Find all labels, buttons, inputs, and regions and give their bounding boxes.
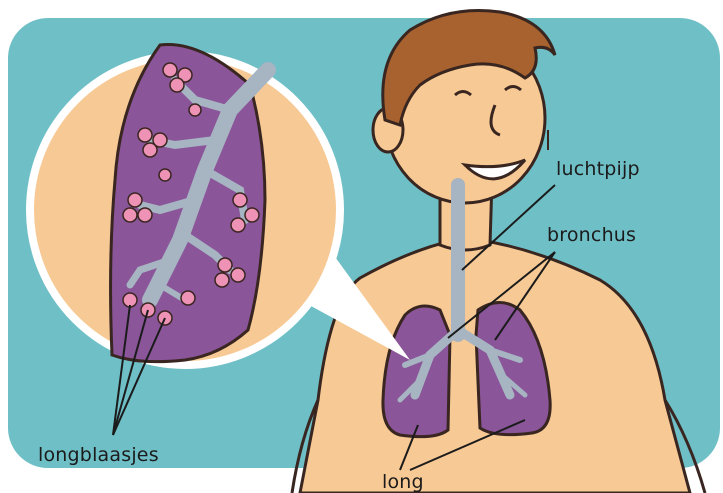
label-longblaasjes: longblaasjes bbox=[38, 446, 159, 465]
label-long: long bbox=[382, 473, 424, 492]
label-luchtpijp: luchtpijp bbox=[556, 160, 640, 179]
label-bronchus: bronchus bbox=[547, 226, 636, 245]
